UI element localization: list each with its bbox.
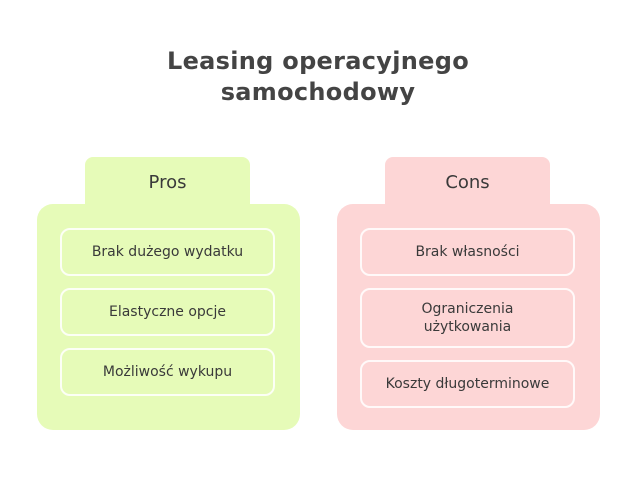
cons-item: Ograniczenia użytkowania [360, 288, 575, 348]
diagram-title: Leasing operacyjnego samochodowy [0, 46, 636, 108]
pros-header: Pros [85, 157, 250, 207]
cons-card: Brak własności Ograniczenia użytkowania … [337, 204, 600, 430]
title-line-1: Leasing operacyjnego [166, 47, 469, 75]
cons-label: Cons [445, 171, 490, 193]
pros-label: Pros [148, 171, 187, 193]
pros-item: Brak dużego wydatku [60, 228, 275, 276]
pros-item: Możliwość wykupu [60, 348, 275, 396]
cons-item: Brak własności [360, 228, 575, 276]
cons-header: Cons [385, 157, 550, 207]
cons-item: Koszty długoterminowe [360, 360, 575, 408]
title-line-2: samochodowy [220, 78, 416, 106]
pros-card: Brak dużego wydatku Elastyczne opcje Moż… [37, 204, 300, 430]
pros-item: Elastyczne opcje [60, 288, 275, 336]
